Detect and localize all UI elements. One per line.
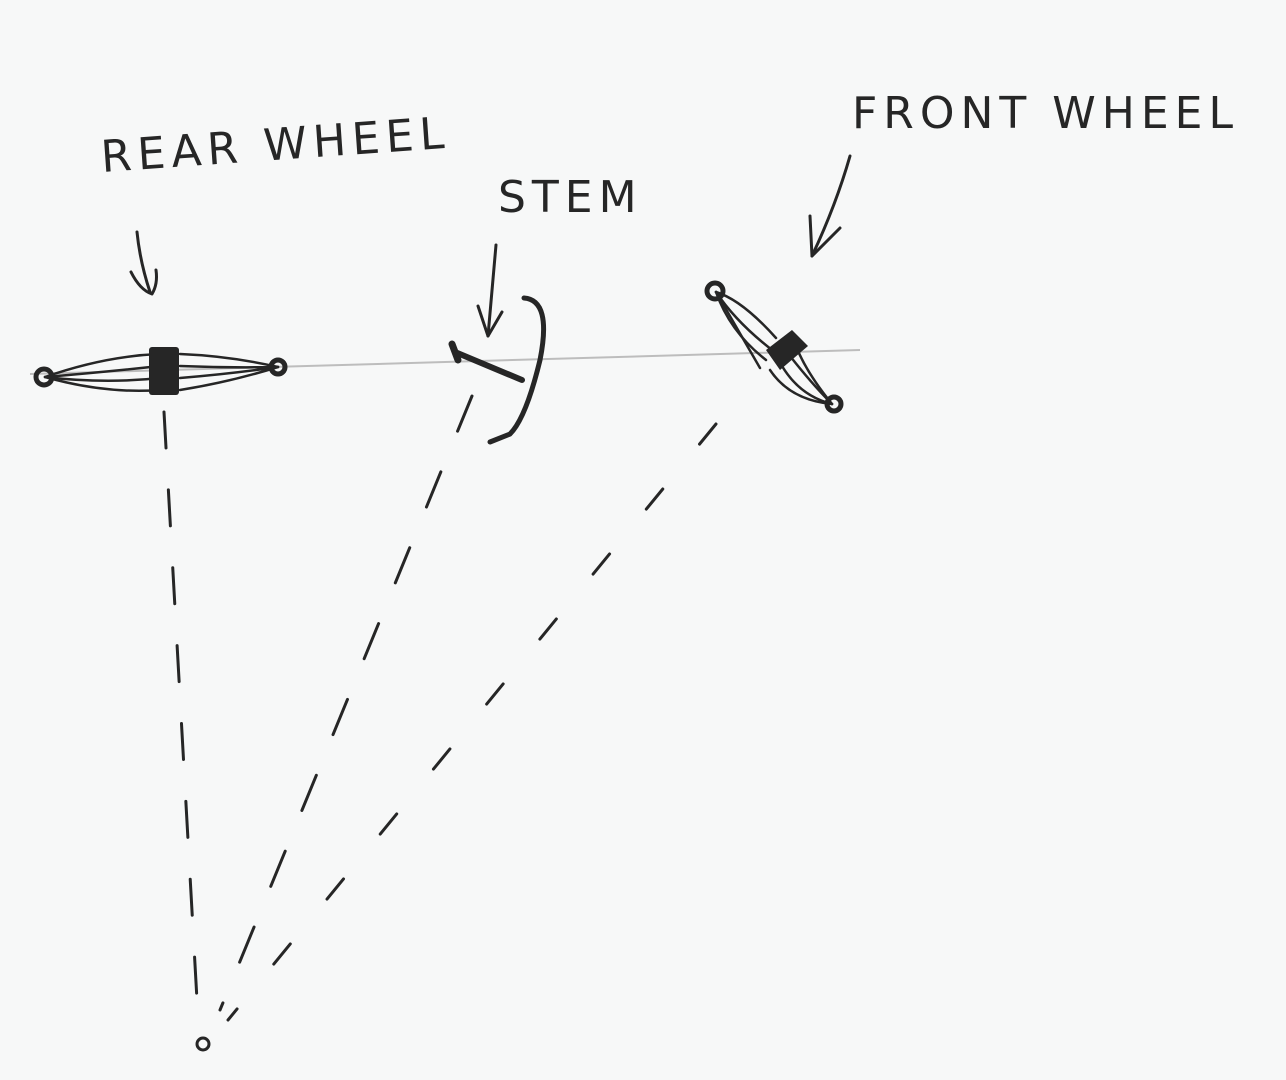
- rear-axle-dashed-line: [162, 410, 200, 1020]
- dashed-construction-lines: [162, 394, 718, 1022]
- front-axle-end-top: [704, 280, 726, 302]
- rear-axle-end-right: [268, 357, 288, 377]
- front-axle-end-bottom: [824, 394, 844, 414]
- stem-label: STEM: [498, 172, 643, 223]
- front-axle-dashed-line: [226, 422, 718, 1022]
- handlebar: [487, 295, 547, 445]
- rear-wheel-label: REAR WHEEL: [99, 108, 451, 183]
- rear-axle-end-left: [33, 366, 55, 388]
- stem-arrow: [476, 243, 504, 338]
- rear-wheel-arrow: [129, 230, 158, 296]
- turning-center-point: [195, 1036, 211, 1052]
- stem-dashed-line: [218, 394, 474, 1012]
- stem: [448, 295, 547, 445]
- front-wheel-arrow: [808, 154, 852, 258]
- front-wheel: [704, 280, 844, 414]
- front-wheel-label: FRONT WHEEL: [852, 88, 1239, 139]
- front-hub: [766, 330, 808, 370]
- rear-wheel: [33, 347, 288, 395]
- rear-hub: [149, 347, 179, 395]
- stem-clamp: [448, 340, 462, 364]
